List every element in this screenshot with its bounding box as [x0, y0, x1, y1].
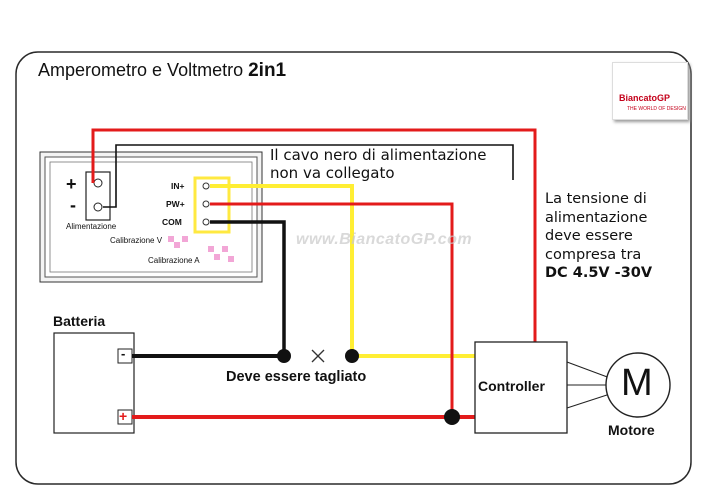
controller-label: Controller	[478, 378, 545, 394]
wire-yellow-in	[210, 184, 475, 358]
cut-label: Deve essere tagliato	[226, 369, 367, 385]
cal-v-label: Calibrazione V	[110, 236, 163, 245]
junction-black	[277, 349, 291, 363]
motor-wire	[566, 361, 611, 379]
cal-a-pad	[228, 256, 234, 262]
wire-red-pw	[210, 202, 454, 418]
pin-com-terminal	[202, 218, 210, 226]
meter-plus-sign: +	[66, 174, 77, 194]
wire-red-power	[91, 128, 537, 344]
wire-black-com	[210, 220, 286, 356]
meter-module-border	[49, 161, 253, 273]
controller-box	[474, 341, 568, 434]
motor-wire	[566, 393, 611, 409]
pin-in-terminal	[202, 182, 210, 190]
power-label: Alimentazione	[66, 222, 117, 231]
pin-pw-terminal	[202, 200, 210, 208]
pin-in-label: IN+	[171, 181, 185, 191]
cal-v-pad	[182, 236, 188, 242]
power-plus-terminal	[93, 178, 103, 188]
outer-frame	[15, 51, 692, 485]
power-minus-terminal	[93, 202, 103, 212]
cut-mark	[311, 349, 325, 363]
cal-a-pad	[214, 254, 220, 260]
note-black-wire: Il cavo nero di alimentazione non va col…	[270, 146, 487, 182]
battery-pos-sign: +	[119, 408, 128, 424]
logo-tagline: THE WORLD OF DESIGN	[627, 106, 686, 112]
battery-label: Batteria	[53, 313, 106, 329]
logo: BiancatoGP THE WORLD OF DESIGN	[612, 62, 688, 120]
supply-voltage-note: La tensione di alimentazione deve essere…	[545, 191, 653, 281]
cal-v-pad	[174, 242, 180, 248]
cal-a-pad	[222, 246, 228, 252]
junction-yellow	[345, 349, 359, 363]
battery-neg-sign: -	[121, 346, 126, 361]
meter-minus-sign: -	[70, 195, 76, 215]
pin-com-label: COM	[162, 217, 182, 227]
pin-pw-label: PW+	[166, 199, 185, 209]
cal-a-label: Calibrazione A	[148, 256, 200, 265]
cal-v-pad	[168, 236, 174, 242]
logo-name: BiancatoGP	[619, 93, 671, 103]
motor-circle	[605, 352, 671, 418]
cal-a-pad	[208, 246, 214, 252]
motor-symbol: M	[621, 362, 653, 404]
watermark: www.BiancatoGP.com	[296, 231, 473, 248]
diagram-title: Amperometro e Voltmetro 2in1	[38, 60, 287, 81]
wire-black-unconnected	[103, 144, 514, 208]
motor-label: Motore	[608, 422, 655, 438]
junction-red	[444, 409, 460, 425]
